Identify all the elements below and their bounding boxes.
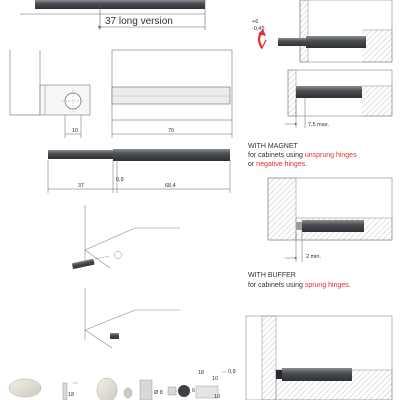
adjustment-drawing: +6 -0,45 bbox=[252, 0, 393, 63]
long-version-drawing: 37 long version bbox=[20, 0, 206, 30]
magnet-line-1-red: unsprung hinges bbox=[305, 152, 357, 159]
dim-10-a: 10 bbox=[72, 128, 78, 134]
accessory-parts: 18 Ø 8 6 10 0,8 18 10 bbox=[8, 369, 236, 400]
drill-hole bbox=[114, 251, 122, 259]
buffer-tip bbox=[178, 385, 190, 397]
dim-phi-8: Ø 8 bbox=[154, 390, 163, 396]
long-rod bbox=[35, 0, 205, 9]
mounting-plate bbox=[139, 379, 153, 400]
magnet-pusher bbox=[302, 220, 364, 232]
dim-18-a: 18 bbox=[68, 392, 74, 398]
buffer-heading: WITH BUFFER bbox=[248, 272, 296, 279]
dim-0-8-a: 0,8 bbox=[116, 177, 124, 183]
buffer-cap bbox=[276, 370, 282, 379]
dim-18-b: 18 bbox=[198, 370, 204, 376]
hole-section-drawing: 10 bbox=[9, 50, 91, 138]
dim-70: 70 bbox=[168, 128, 174, 134]
long-version-label: 37 long version bbox=[105, 16, 173, 27]
dim-7-5-max: 7,5 max. bbox=[308, 122, 330, 128]
magnet-line-2: or negative hinges. bbox=[248, 161, 307, 168]
pusher-dimension-drawing: 37 0,8 68,4 bbox=[47, 149, 231, 193]
dim-0-8-b: 0,8 bbox=[228, 369, 236, 375]
buffer-section: WITH BUFFER for cabinets using sprung hi… bbox=[248, 272, 351, 289]
pusher-rod bbox=[48, 150, 113, 159]
cabinet-perspective-2 bbox=[84, 288, 180, 349]
dim-plus-6: +6 bbox=[252, 19, 258, 25]
dim-37: 37 bbox=[78, 183, 84, 189]
pusher-insert bbox=[71, 258, 95, 269]
pusher-body bbox=[113, 149, 230, 161]
buffer-pusher bbox=[282, 368, 352, 381]
magnet-line-1: for cabinets using unsprung hinges bbox=[248, 152, 357, 159]
bore-channel bbox=[111, 86, 231, 105]
max-depth-drawing: 7,5 max. bbox=[285, 69, 393, 128]
magnet-heading: WITH MAGNET bbox=[248, 143, 298, 150]
dim-10-b: 10 bbox=[212, 376, 218, 382]
buffer-line-1: for cabinets using sprung hinges. bbox=[248, 282, 351, 289]
dim-minus-0-45: -0,45 bbox=[252, 26, 265, 32]
buffer-line-1-red: sprung hinges. bbox=[305, 282, 351, 289]
dim-68-4: 68,4 bbox=[165, 183, 176, 189]
dim-2-min: 2 min. bbox=[306, 254, 321, 260]
adjust-pusher-rod bbox=[278, 38, 306, 46]
magnet-line-2-prefix: or bbox=[248, 161, 256, 168]
buffer-line-1-prefix: for cabinets using bbox=[248, 282, 305, 289]
adjust-pusher-body bbox=[306, 36, 366, 48]
buffer-drawing bbox=[245, 315, 393, 400]
cabinet-perspective-1 bbox=[71, 205, 180, 269]
magnet-plate bbox=[96, 377, 118, 400]
dim-6: 6 bbox=[192, 388, 195, 394]
bore-drawing: 70 bbox=[111, 49, 233, 138]
dim-10-c: 10 bbox=[214, 394, 220, 400]
magnet-line-1-prefix: for cabinets using bbox=[248, 152, 305, 159]
max-depth-pusher bbox=[296, 86, 362, 98]
inserted-pusher bbox=[110, 333, 119, 339]
magnet-section: WITH MAGNET for cabinets using unsprung … bbox=[248, 143, 357, 168]
magnet-drawing: 2 min. bbox=[267, 177, 393, 262]
adhesive-pad bbox=[8, 378, 42, 398]
magnet-line-2-red: negative hinges. bbox=[256, 161, 307, 168]
